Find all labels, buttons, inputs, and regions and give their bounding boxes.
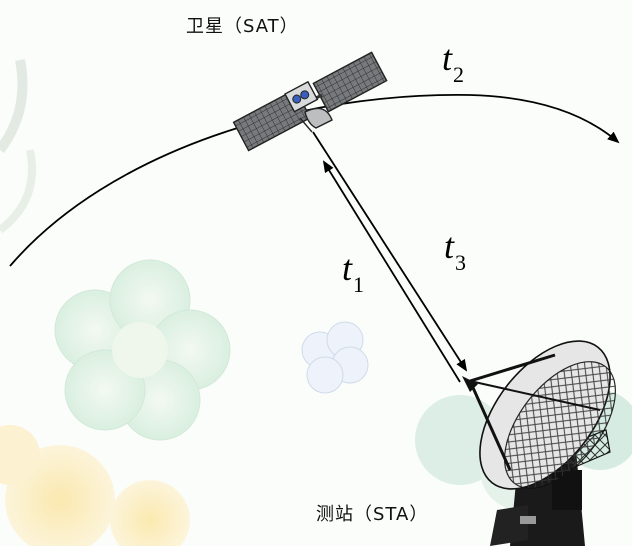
flower-decoration-yellow [0, 425, 190, 546]
uplink-arrow [322, 160, 461, 383]
satellite-label: 卫星（SAT） [186, 16, 299, 37]
station-label: 测站（STA） [316, 504, 429, 525]
satellite-dish-icon [462, 340, 616, 546]
t2-subscript: 2 [453, 62, 465, 87]
t2-variable: t2 [442, 38, 464, 86]
t3-base: t [444, 226, 455, 266]
t1-variable: t1 [342, 248, 364, 296]
t3-variable: t3 [444, 226, 466, 274]
flower-decoration-left [54, 259, 231, 441]
downlink-arrow [312, 131, 468, 372]
t2-base: t [442, 38, 453, 78]
t3-subscript: 3 [455, 250, 467, 275]
flower-decoration-center [301, 321, 369, 394]
t1-subscript: 1 [353, 272, 365, 297]
satellite-icon [232, 51, 388, 152]
orbit-arc [9, 94, 620, 267]
t1-base: t [342, 248, 353, 288]
